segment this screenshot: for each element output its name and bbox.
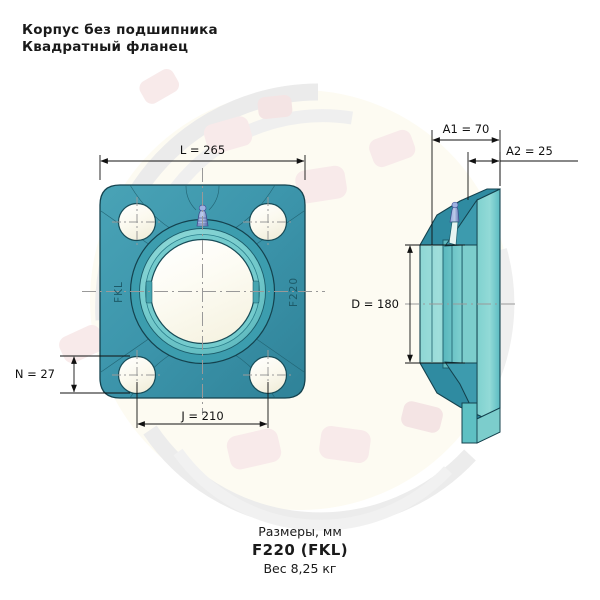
dim-D-label: D = 180 [351,297,399,311]
dim-N-label: N = 27 [15,367,55,381]
brand-label: FKL [113,281,125,303]
side-view-dimensions: A1 = 70 A2 = 25 D = 180 [351,122,578,364]
dim-A2-label: A2 = 25 [506,144,553,158]
footer-block: Размеры, мм F220 (FKL) Вес 8,25 кг [0,523,600,577]
side-bottom-tail-edge [476,407,501,444]
dim-J-label: J = 210 [180,409,223,423]
title-line-2: Квадратный фланец [22,39,189,55]
page-title: Корпус без подшипника Квадратный фланец [22,22,218,56]
dim-L-label: L = 265 [180,143,225,157]
footer-units: Размеры, мм [258,524,342,539]
title-line-1: Корпус без подшипника [22,22,218,38]
dim-J: J = 210 [136,382,269,428]
dim-N: N = 27 [15,355,130,394]
footer-weight: Вес 8,25 кг [263,561,337,576]
dim-L: L = 265 [99,143,306,180]
front-view-dimensions: L = 265 J = 210 N = 27 [15,143,306,428]
center-lines [82,168,325,415]
front-view: FKL F220 [82,168,325,415]
dim-A2: A2 = 25 [467,144,578,200]
footer-designation: F220 (FKL) [252,541,348,559]
side-view [405,188,515,444]
model-label: F220 [288,277,300,307]
dim-D: D = 180 [351,244,465,364]
dim-A1-label: A1 = 70 [443,122,490,136]
side-grease-nipple-icon [448,201,460,246]
